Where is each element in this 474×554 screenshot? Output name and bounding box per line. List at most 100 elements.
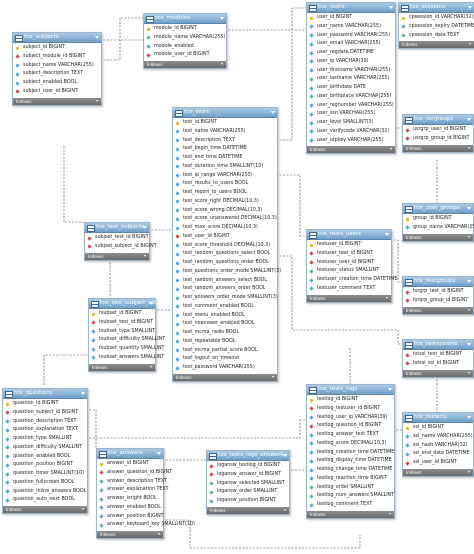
indexes-footer[interactable]: Indexes bbox=[403, 468, 473, 476]
table-field: test_answers_order_mode SMALLINT(3) bbox=[173, 294, 278, 303]
table-field: answer_question_id BIGINT bbox=[97, 469, 172, 478]
collapse-arrow-icon[interactable] bbox=[468, 6, 472, 9]
table-header[interactable]: tce_modules bbox=[144, 14, 226, 24]
table-field: test_report_to_users BOOL bbox=[173, 189, 277, 198]
table-field: testlog_reaction_time BIGINT bbox=[307, 475, 394, 484]
field-label: question_fullscreen BOOL bbox=[13, 479, 75, 485]
field-label: tsrgrp_group_id BIGINT bbox=[413, 297, 469, 303]
indexes-footer[interactable]: Indexes bbox=[89, 363, 155, 371]
indexes-footer[interactable]: Indexes bbox=[307, 510, 394, 518]
table-icon bbox=[405, 117, 413, 124]
collapse-arrow-icon[interactable] bbox=[389, 6, 393, 9]
collapse-arrow-icon[interactable] bbox=[81, 392, 85, 395]
table-header[interactable]: tce_testsslcerts bbox=[403, 340, 473, 350]
field-label: answer_description TEXT bbox=[107, 478, 168, 484]
table-header[interactable]: tce_answers bbox=[97, 449, 163, 459]
table-header[interactable]: tce_tests_logs bbox=[307, 385, 394, 395]
table-header[interactable]: tce_users bbox=[307, 3, 395, 13]
indexes-footer[interactable]: Indexes bbox=[403, 233, 473, 241]
table-header[interactable]: tce_sessions bbox=[399, 3, 474, 13]
collapse-arrow-icon[interactable] bbox=[149, 302, 153, 305]
indexes-footer[interactable]: Indexes bbox=[97, 531, 163, 538]
collapse-arrow-icon[interactable] bbox=[385, 233, 389, 236]
collapse-arrow-icon[interactable] bbox=[271, 111, 275, 114]
indexes-footer[interactable]: Indexes bbox=[3, 506, 87, 513]
collapse-arrow-icon[interactable] bbox=[283, 454, 287, 457]
collapse-arrow-icon[interactable] bbox=[95, 36, 99, 39]
collapse-arrow-icon[interactable] bbox=[388, 388, 392, 391]
indexes-footer[interactable]: Indexes bbox=[144, 61, 226, 68]
table-field: testlog_answer_text TEXT bbox=[307, 431, 394, 440]
table-field: user_firstname VARCHAR(255) bbox=[307, 67, 395, 76]
indexes-footer[interactable]: Indexes bbox=[173, 373, 277, 381]
collapse-arrow-icon[interactable] bbox=[157, 452, 161, 455]
table-field: question_id BIGINT bbox=[3, 400, 87, 409]
collapse-arrow-icon[interactable] bbox=[467, 118, 471, 121]
table-field: answer_keyboard_key SMALLINT(10) bbox=[97, 521, 195, 530]
table-field: tsubset_answers SMALLINT bbox=[89, 354, 164, 363]
table-header[interactable]: tce_tests_users bbox=[307, 230, 391, 240]
table-field: testlog_comment TEXT bbox=[307, 501, 394, 510]
field-label: cpsession_id VARCHAR(32) bbox=[409, 15, 474, 20]
collapse-arrow-icon[interactable] bbox=[220, 17, 224, 20]
field-label: test_report_to_users BOOL bbox=[183, 190, 247, 195]
table-header[interactable]: tce_test_subject_set bbox=[89, 299, 157, 309]
table-icon bbox=[309, 232, 317, 239]
column-icon bbox=[309, 50, 314, 56]
table-header[interactable]: tce_tests bbox=[173, 108, 277, 118]
table-tce-tests-users[interactable]: tce_tests_users testuser_id BIGINT testuse… bbox=[306, 229, 397, 303]
indexes-footer[interactable]: Indexes bbox=[403, 369, 473, 377]
indexes-footer[interactable]: Indexes bbox=[307, 146, 395, 154]
collapse-arrow-icon[interactable] bbox=[467, 343, 471, 346]
indexes-footer[interactable]: Indexes bbox=[13, 97, 101, 105]
table-icon bbox=[405, 279, 413, 286]
table-header[interactable]: tce_testgroups bbox=[403, 277, 473, 287]
indexes-footer[interactable]: Indexes bbox=[207, 506, 289, 514]
indexes-footer[interactable]: Indexes bbox=[85, 252, 149, 260]
field-label: testuser_creation_time DATETIME bbox=[317, 277, 398, 282]
table-header[interactable]: tce_test_subjects bbox=[85, 223, 149, 233]
table-field: answer_id BIGINT bbox=[97, 460, 163, 469]
collapse-arrow-icon[interactable] bbox=[467, 416, 471, 419]
collapse-arrow-icon[interactable] bbox=[467, 280, 471, 283]
column-icon bbox=[175, 155, 180, 161]
table-header[interactable]: tce_tests_logs_answers bbox=[207, 451, 289, 461]
table-field: tsrgrp_group_id BIGINT bbox=[403, 297, 473, 306]
indexes-footer[interactable]: Indexes bbox=[403, 144, 473, 152]
indexes-footer[interactable]: Indexes bbox=[403, 306, 473, 314]
collapse-arrow-icon[interactable] bbox=[467, 207, 471, 210]
table-header[interactable]: tce_usrgroups bbox=[403, 115, 473, 125]
indexes-footer[interactable]: Indexes bbox=[307, 294, 391, 302]
field-label: logansw_position BIGINT bbox=[217, 498, 276, 503]
table-header[interactable]: tce_user_groups bbox=[403, 204, 473, 214]
indexes-footer[interactable]: Indexes bbox=[399, 41, 474, 49]
field-label: tsubset_answers SMALLINT bbox=[99, 354, 165, 360]
table-field: logansw_answer_id BIGINT bbox=[207, 471, 289, 480]
table-header[interactable]: tce_questions bbox=[3, 389, 87, 399]
collapse-arrow-icon[interactable] bbox=[143, 226, 147, 229]
field-label: test_score_threshold DECIMAL(10,3) bbox=[183, 242, 271, 248]
table-field: testuser_user_id BIGINT bbox=[307, 259, 391, 268]
field-label: testuser_id BIGINT bbox=[317, 242, 362, 247]
table-field: answer_description TEXT bbox=[97, 478, 167, 487]
column-icon bbox=[15, 72, 20, 77]
table-header[interactable]: tce_subjects bbox=[13, 33, 101, 43]
table-header[interactable]: tce_sslcerts bbox=[403, 413, 473, 423]
field-label: question_position BIGINT bbox=[13, 462, 74, 468]
